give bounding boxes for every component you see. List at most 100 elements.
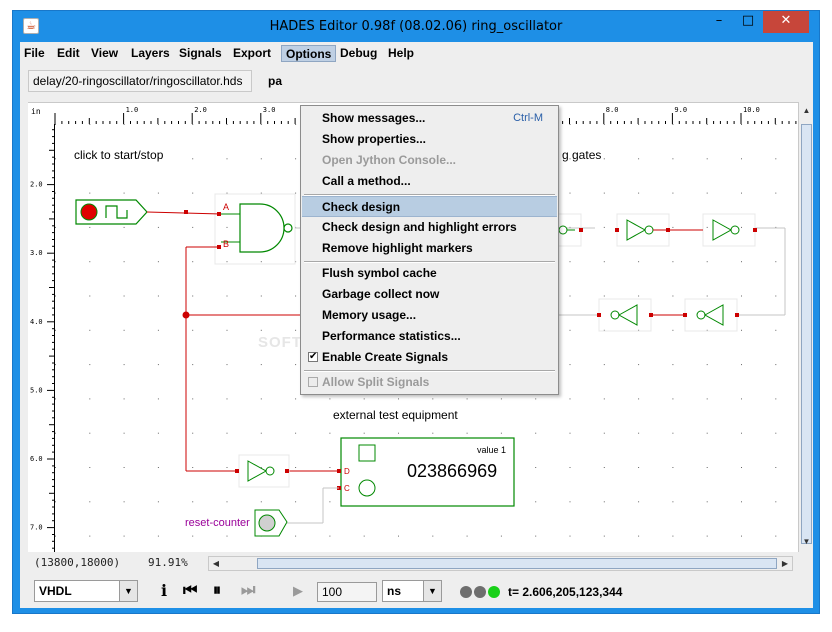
status-led-1 bbox=[460, 586, 472, 598]
cursor-coords: (13800,18000) bbox=[34, 556, 121, 569]
pin-d-label: D bbox=[344, 467, 350, 476]
java-cup-icon[interactable]: ☕ bbox=[23, 18, 39, 34]
time-unit-select[interactable]: ns ▼ bbox=[382, 580, 442, 602]
pause-icon[interactable]: ⏸ bbox=[213, 582, 222, 599]
ruler-tick-label: 7.0 bbox=[30, 524, 43, 532]
menu-layers[interactable]: Layers bbox=[131, 46, 170, 60]
close-button[interactable]: ✕ bbox=[763, 11, 809, 33]
menu-signals[interactable]: Signals bbox=[179, 46, 222, 60]
menu-item-label: Show properties... bbox=[322, 132, 427, 146]
minimize-button[interactable]: – bbox=[715, 13, 723, 28]
menu-item-check-design-highlight[interactable]: Check design and highlight errors bbox=[302, 217, 557, 238]
window-title: HADES Editor 0.98f (08.02.06) ring_oscil… bbox=[269, 19, 563, 34]
pin-c-label: C bbox=[344, 484, 350, 493]
status-led-3 bbox=[488, 586, 500, 598]
play-icon[interactable]: ▶ bbox=[293, 583, 303, 598]
wire-node bbox=[184, 210, 188, 214]
ruler-tick-label: 3.0 bbox=[263, 106, 276, 114]
menu-bar: File Edit View Layers Signals Export Opt… bbox=[20, 42, 813, 64]
simulation-bar: VHDL ▼ i ⏮ ⏸ ⏭ ▶ 100 ns ▼ t= 2.606,205,1… bbox=[20, 574, 813, 608]
ruler-tick-label: 3.0 bbox=[30, 249, 43, 257]
app-window: ☕ HADES Editor 0.98f (08.02.06) ring_osc… bbox=[12, 10, 820, 614]
start-stop-switch[interactable] bbox=[75, 199, 148, 225]
title-bar[interactable]: ☕ HADES Editor 0.98f (08.02.06) ring_osc… bbox=[13, 11, 819, 43]
horizontal-scroll-thumb[interactable] bbox=[257, 558, 777, 569]
menu-item-label: Performance statistics... bbox=[322, 329, 461, 343]
reset-counter-label: reset-counter bbox=[185, 517, 250, 529]
menu-item-memory-usage[interactable]: Memory usage... bbox=[302, 305, 557, 326]
horizontal-scrollbar[interactable]: ◀ ▶ bbox=[208, 556, 793, 571]
menu-item-performance-statistics[interactable]: Performance statistics... bbox=[302, 326, 557, 347]
menu-item-enable-create-signals[interactable]: ✔ Enable Create Signals bbox=[302, 347, 557, 368]
ruler-tick-label: 10.0 bbox=[743, 106, 760, 114]
inverter-upper-2[interactable] bbox=[615, 213, 670, 247]
path-extra-label: pa bbox=[268, 74, 283, 88]
menu-separator bbox=[304, 370, 555, 372]
menu-item-allow-split-signals: Allow Split Signals bbox=[302, 372, 557, 393]
menu-export[interactable]: Export bbox=[233, 46, 272, 60]
menu-options[interactable]: Options bbox=[281, 45, 337, 62]
menu-item-flush-symbol-cache[interactable]: Flush symbol cache bbox=[302, 263, 557, 284]
ruler-unit: in bbox=[31, 107, 41, 116]
menu-help[interactable]: Help bbox=[388, 46, 415, 60]
editor-client: File Edit View Layers Signals Export Opt… bbox=[20, 42, 813, 608]
vertical-scroll-thumb[interactable] bbox=[801, 124, 812, 544]
menu-item-label: Memory usage... bbox=[322, 308, 417, 322]
rewind-icon[interactable]: ⏮ bbox=[183, 582, 198, 599]
pin-b-label: B bbox=[223, 239, 229, 249]
menu-item-check-design[interactable]: Check design bbox=[302, 196, 557, 217]
fast-forward-icon[interactable]: ⏭ bbox=[241, 582, 256, 599]
language-value: VHDL bbox=[39, 584, 72, 598]
scroll-down-arrow-icon[interactable]: ▼ bbox=[802, 537, 811, 546]
menu-item-garbage-collect[interactable]: Garbage collect now bbox=[302, 284, 557, 305]
chevron-down-icon[interactable]: ▼ bbox=[423, 581, 441, 601]
design-path-field[interactable]: delay/20-ringoscillator/ringoscillator.h… bbox=[28, 70, 252, 92]
options-menu[interactable]: Show messages... Ctrl-M Show properties.… bbox=[300, 105, 559, 395]
scroll-right-arrow-icon[interactable]: ▶ bbox=[781, 559, 789, 568]
menu-item-show-properties[interactable]: Show properties... bbox=[302, 129, 557, 150]
inverter-upper-3[interactable] bbox=[670, 213, 757, 247]
checkbox-checked-icon[interactable]: ✔ bbox=[308, 351, 318, 362]
menu-edit[interactable]: Edit bbox=[57, 46, 80, 60]
menu-item-label: Remove highlight markers bbox=[322, 241, 473, 255]
menu-item-show-messages[interactable]: Show messages... Ctrl-M bbox=[302, 108, 557, 129]
nand-gate[interactable]: A B bbox=[214, 193, 296, 265]
ruler-tick-label: 4.0 bbox=[30, 318, 43, 326]
menu-item-label: Open Jython Console... bbox=[322, 153, 457, 167]
inverter-counter[interactable] bbox=[235, 454, 290, 488]
zoom-level: 91.91% bbox=[148, 556, 188, 569]
chevron-down-icon[interactable]: ▼ bbox=[119, 581, 137, 601]
pin-b-node bbox=[217, 245, 221, 249]
equipment-label: external test equipment bbox=[333, 408, 458, 422]
vertical-scrollbar[interactable]: ▲ ▼ bbox=[798, 102, 813, 552]
reset-counter-switch[interactable]: reset-counter bbox=[185, 487, 339, 537]
ruler-tick-label: 5.0 bbox=[30, 386, 43, 394]
inverter-lower-2[interactable] bbox=[653, 298, 739, 332]
menu-view[interactable]: View bbox=[91, 46, 119, 60]
menu-item-label: Flush symbol cache bbox=[322, 266, 437, 280]
status-led-2 bbox=[474, 586, 486, 598]
language-select[interactable]: VHDL ▼ bbox=[34, 580, 138, 602]
ruler-tick-label: 8.0 bbox=[606, 106, 619, 114]
menu-item-label: Garbage collect now bbox=[322, 287, 440, 301]
checkbox-unchecked-icon bbox=[308, 377, 318, 387]
menu-item-call-method[interactable]: Call a method... bbox=[302, 171, 557, 192]
ruler-tick-label: 6.0 bbox=[30, 455, 43, 463]
inverter-lower-1[interactable] bbox=[597, 298, 653, 332]
menu-item-remove-highlight[interactable]: Remove highlight markers bbox=[302, 238, 557, 259]
ruler-tick-label: 1.0 bbox=[126, 106, 139, 114]
menu-debug[interactable]: Debug bbox=[340, 46, 378, 60]
menu-separator bbox=[304, 261, 555, 263]
counter-caption: value 1 bbox=[477, 445, 506, 455]
menu-item-label: Call a method... bbox=[322, 174, 411, 188]
ruler-tick-label: 9.0 bbox=[674, 106, 687, 114]
maximize-button[interactable]: □ bbox=[741, 13, 755, 28]
pin-a-node bbox=[217, 212, 221, 216]
scroll-left-arrow-icon[interactable]: ◀ bbox=[212, 559, 220, 568]
info-icon[interactable]: i bbox=[161, 581, 168, 600]
menu-file[interactable]: File bbox=[24, 46, 45, 60]
scroll-up-arrow-icon[interactable]: ▲ bbox=[802, 106, 811, 115]
ruler-tick-label: 2.0 bbox=[194, 106, 207, 114]
step-value-input[interactable]: 100 bbox=[317, 582, 377, 602]
counter-device[interactable]: value 1 023866969 D C bbox=[337, 437, 515, 507]
